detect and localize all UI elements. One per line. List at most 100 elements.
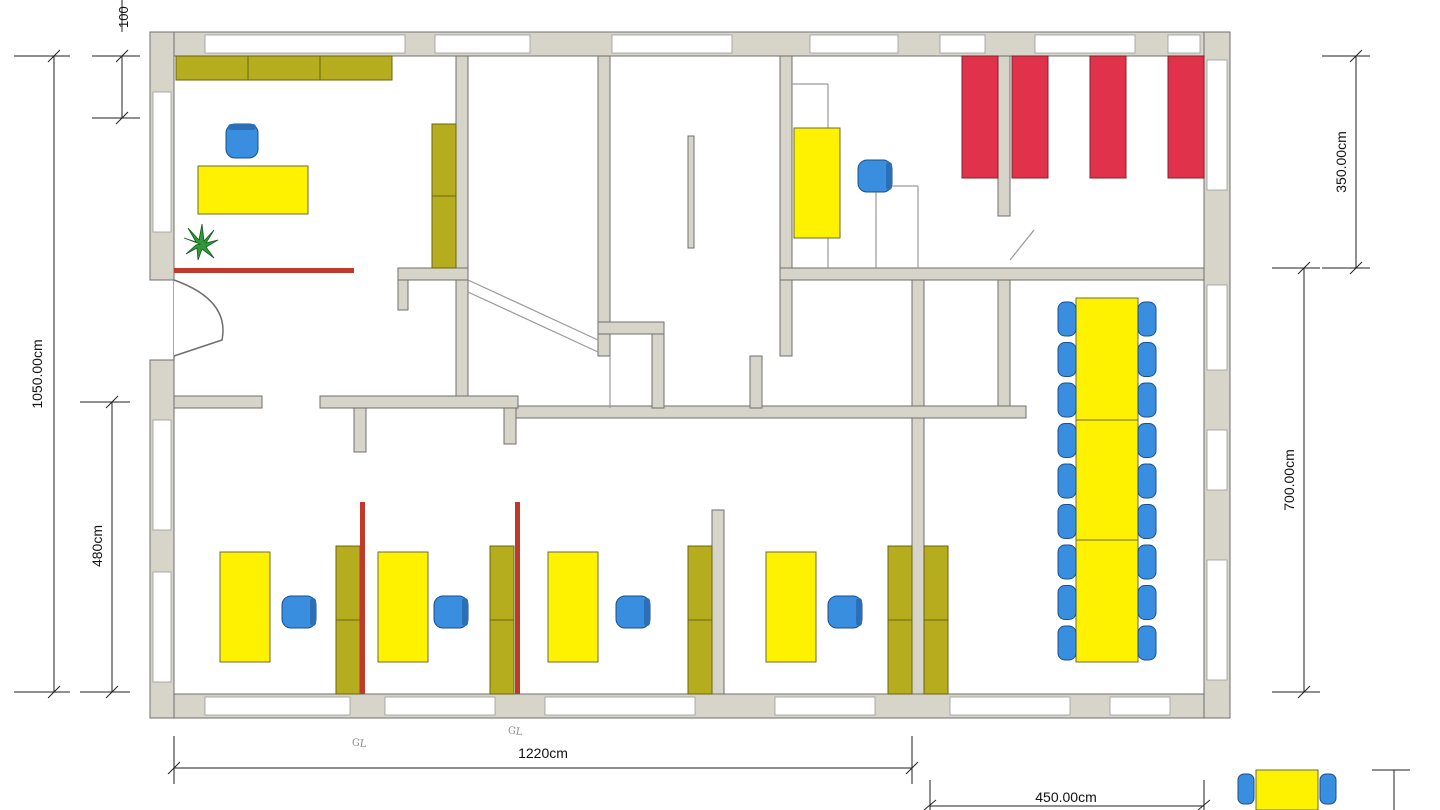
chair-icon bbox=[1057, 544, 1077, 580]
window-right-3 bbox=[1206, 429, 1228, 491]
wall-int-v4 bbox=[997, 55, 1011, 217]
cabinet bbox=[887, 619, 913, 695]
wall-int-v9 bbox=[749, 355, 763, 409]
meeting-room bbox=[1057, 297, 1157, 663]
chair-icon bbox=[1057, 504, 1077, 539]
window-left-2 bbox=[152, 419, 172, 531]
wall-int-v1 bbox=[455, 55, 469, 397]
wall-int-h5 bbox=[319, 395, 519, 409]
window-left-1 bbox=[152, 91, 172, 233]
window-bottom-4 bbox=[774, 696, 876, 716]
chair-icon bbox=[1057, 423, 1077, 458]
legend-table-set bbox=[1237, 769, 1337, 810]
window-right-2 bbox=[1206, 284, 1228, 371]
conference-table bbox=[1075, 539, 1139, 663]
pencil-mark: GL bbox=[351, 737, 367, 750]
plant-icon bbox=[183, 223, 219, 261]
chair-icon bbox=[1057, 585, 1077, 620]
desk bbox=[765, 551, 817, 663]
cabinet bbox=[431, 123, 457, 197]
chair-icon bbox=[1137, 342, 1157, 377]
chair-icon bbox=[1137, 423, 1157, 458]
window-bottom-6 bbox=[1109, 696, 1171, 716]
wall-int-v6 bbox=[997, 279, 1011, 411]
window-bottom-5 bbox=[949, 696, 1071, 716]
cabinet bbox=[335, 545, 361, 621]
red-partition bbox=[174, 268, 354, 273]
red-partition bbox=[515, 502, 520, 694]
desk bbox=[219, 551, 271, 663]
wall-int-h4 bbox=[173, 395, 263, 409]
cabinet bbox=[247, 55, 321, 81]
cabinet bbox=[489, 545, 515, 621]
chair-icon bbox=[1057, 301, 1077, 337]
wall-int-v7 bbox=[911, 417, 925, 695]
cabinet bbox=[887, 545, 913, 621]
chair-icon bbox=[1057, 382, 1077, 418]
chair-icon bbox=[1057, 463, 1077, 499]
window-bottom-2 bbox=[384, 696, 496, 716]
cabinet bbox=[335, 619, 361, 695]
cabinet bbox=[175, 55, 249, 81]
dim-label-meeting-room-height: 700.00cm bbox=[1281, 449, 1297, 510]
cabinet bbox=[431, 195, 457, 269]
cabinet bbox=[687, 545, 713, 621]
window-top-6 bbox=[1034, 34, 1136, 54]
cabinet bbox=[923, 545, 949, 621]
pencil-mark: GL bbox=[507, 725, 523, 738]
chair-icon bbox=[433, 595, 469, 629]
dim-label-meeting-room-width: 450.00cm bbox=[1035, 789, 1096, 805]
corridor-marker bbox=[687, 135, 695, 249]
chair-icon bbox=[1137, 544, 1157, 580]
window-left-3 bbox=[152, 571, 172, 683]
desk bbox=[377, 551, 429, 663]
red-shelf bbox=[1089, 55, 1127, 179]
chair-icon bbox=[1137, 585, 1157, 620]
window-bottom-3 bbox=[544, 696, 696, 716]
chair-icon bbox=[1057, 625, 1077, 661]
chair-icon bbox=[225, 123, 259, 159]
wall-int-h2 bbox=[509, 405, 1027, 419]
conference-table bbox=[1075, 419, 1139, 541]
dim-label-top-left: 100 bbox=[116, 6, 131, 28]
desk bbox=[197, 165, 309, 215]
wall-int-stub3 bbox=[503, 407, 517, 445]
window-top-1 bbox=[204, 34, 406, 54]
dim-label-upper-right-height: 350.00cm bbox=[1333, 131, 1349, 192]
office-archive bbox=[793, 55, 1205, 239]
dim-label-overall-height: 1050.00cm bbox=[29, 339, 45, 408]
wall-int-h6 bbox=[597, 321, 665, 335]
wall-int-v10 bbox=[711, 509, 725, 695]
chair-icon bbox=[827, 595, 863, 629]
chair-icon bbox=[1057, 342, 1077, 377]
red-shelf bbox=[961, 55, 999, 179]
wall-int-stub1 bbox=[397, 279, 409, 311]
meeting-chairs bbox=[1057, 301, 1157, 661]
chair-icon bbox=[1137, 463, 1157, 499]
chair-icon bbox=[1237, 773, 1255, 805]
wall-int-v5 bbox=[911, 279, 925, 411]
chair-icon bbox=[857, 159, 893, 193]
window-bottom-1 bbox=[204, 696, 351, 716]
office-director bbox=[174, 55, 457, 273]
cabinet bbox=[687, 619, 713, 695]
chair-icon bbox=[1137, 504, 1157, 539]
wall-int-stub2 bbox=[353, 407, 367, 453]
desk bbox=[547, 551, 599, 663]
chair-icon bbox=[281, 595, 317, 629]
chair-icon bbox=[1137, 301, 1157, 337]
desk bbox=[793, 127, 841, 239]
wall-int-h1 bbox=[779, 267, 1205, 281]
chair-icon bbox=[615, 595, 651, 629]
cabinet bbox=[489, 619, 515, 695]
red-shelf bbox=[1167, 55, 1205, 179]
dimension-lines bbox=[14, 0, 1410, 810]
window-top-3 bbox=[611, 34, 733, 54]
exterior-walls bbox=[149, 31, 1231, 719]
wall-int-v3 bbox=[779, 55, 793, 357]
window-top-7 bbox=[1167, 34, 1201, 54]
chair-icon bbox=[1137, 382, 1157, 418]
red-shelf bbox=[1011, 55, 1049, 179]
open-office bbox=[219, 502, 949, 695]
cabinet bbox=[319, 55, 393, 81]
